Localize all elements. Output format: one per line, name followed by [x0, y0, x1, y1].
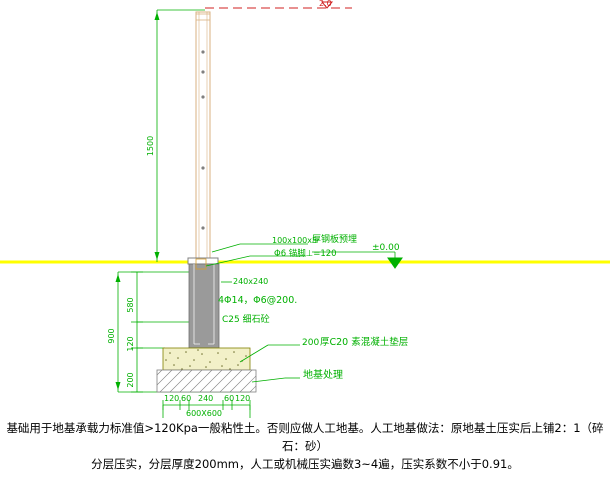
leader-embedded-plate: [211, 243, 241, 253]
leader-anchor: [205, 255, 251, 267]
general-notes: 基础用于地基承载力标准值>120Kpa一般粘性土。否则应做人工地基。人工地基做法…: [0, 420, 610, 473]
dim-label-base-60-left: 60: [181, 394, 192, 403]
label-ground-level: ±0.00: [372, 243, 400, 253]
dim-label-120: 120: [126, 336, 135, 352]
concrete-pier: [188, 263, 220, 349]
label-ground-treatment: 地基处理: [303, 370, 343, 381]
dim-label-1500: 1500: [146, 135, 155, 157]
anchor-loop: [195, 258, 207, 270]
label-anchor-bolt: Φ6 锚脚⊥=120: [274, 249, 337, 259]
note-line-2: 分层压实，分层厚度200mm，人工或机械压实遍数3~4遍，压实系数不小于0.91…: [91, 456, 519, 471]
dim-label-base-240: 240: [198, 394, 214, 403]
leader-ground-treatment: [251, 377, 286, 383]
note-line-1: 基础用于地基承载力标准值>120Kpa一般粘性土。否则应做人工地基。人工地基做法…: [6, 421, 604, 453]
label-column-size: 240x240: [233, 277, 269, 286]
leader-cushion: [239, 344, 269, 363]
dim-label-base-120-left: 120: [164, 394, 180, 403]
label-cushion-thickness: 200: [302, 338, 320, 348]
label-plate-spec: 100x100x5: [272, 236, 318, 245]
label-concrete-grade: C25 细石砼: [222, 315, 270, 325]
dim-label-580: 580: [126, 297, 135, 313]
dim-label-200: 200: [126, 372, 135, 388]
cushion-hatch: [156, 369, 257, 393]
label-rebar-spec: 4Φ14，Φ6@200.: [218, 295, 298, 306]
dim-label-base-60-right: 60: [224, 394, 235, 403]
dim-label-900: 900: [107, 328, 116, 344]
cushion-layer: [156, 369, 257, 393]
dim-label-base-120-right: 120: [235, 394, 251, 403]
label-embedded-plate: 厚钢板预埋: [312, 235, 358, 245]
label-cushion-spec: 厚C20 素混凝土垫层: [320, 337, 409, 348]
dim-label-600x600: 600X600: [186, 409, 223, 418]
label-top-level: 2.0: [319, 0, 332, 8]
steel-column: [195, 11, 211, 265]
top-level-marker: [320, 1, 334, 9]
